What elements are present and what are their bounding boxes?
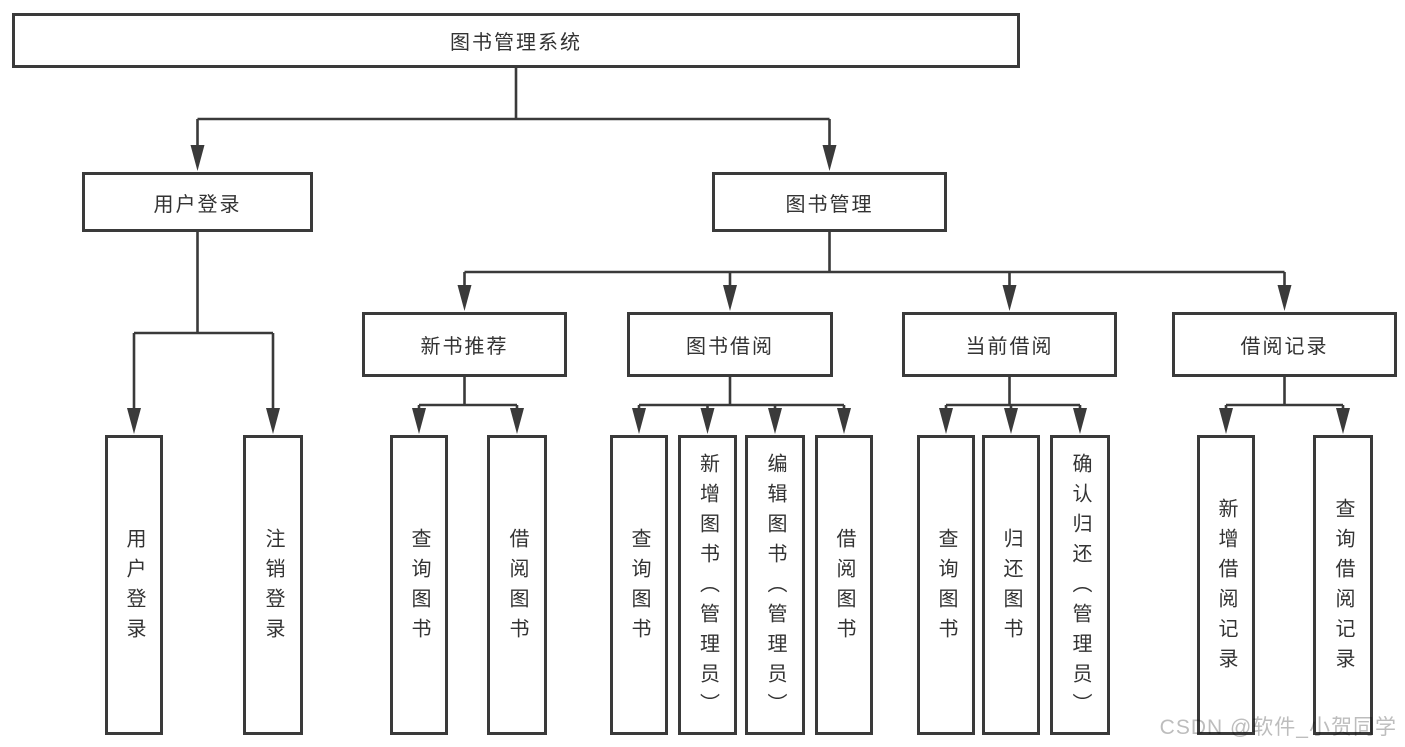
leaf-label: 新增图书（管理员） bbox=[696, 453, 719, 723]
connector-borrow-to-leaves bbox=[637, 377, 846, 414]
leaf-label: 查询图书 bbox=[628, 528, 650, 648]
leaf-query-borrow-record: 查询借阅记录 bbox=[1313, 435, 1373, 735]
node-current-borrowing: 当前借阅 bbox=[902, 312, 1117, 377]
leaf-query-books-3: 查询图书 bbox=[917, 435, 975, 735]
node-user-login-branch: 用户登录 bbox=[82, 172, 313, 232]
leaf-add-borrow-record: 新增借阅记录 bbox=[1197, 435, 1255, 735]
leaf-label: 查询借阅记录 bbox=[1332, 498, 1354, 678]
leaf-label: 确认归还（管理员） bbox=[1069, 453, 1091, 723]
node-borrowing-records: 借阅记录 bbox=[1172, 312, 1397, 377]
connector-newbooks-to-leaves bbox=[417, 377, 519, 414]
node-book-borrowing: 图书借阅 bbox=[627, 312, 833, 377]
connector-records-to-leaves bbox=[1224, 377, 1345, 414]
leaf-return-books: 归还图书 bbox=[982, 435, 1040, 735]
node-new-book-recommend: 新书推荐 bbox=[362, 312, 567, 377]
leaf-label: 用户登录 bbox=[123, 528, 145, 648]
leaf-borrow-books-1: 借阅图书 bbox=[487, 435, 547, 735]
leaf-label: 查询图书 bbox=[935, 528, 957, 648]
connector-login-to-leaves bbox=[132, 232, 275, 414]
leaf-logout: 注销登录 bbox=[243, 435, 303, 735]
leaf-user-login: 用户登录 bbox=[105, 435, 163, 735]
connector-bookmgmt-to-level3 bbox=[463, 232, 1286, 294]
leaf-label: 注销登录 bbox=[262, 528, 284, 648]
connector-current-to-leaves bbox=[944, 377, 1082, 414]
leaf-label: 查询图书 bbox=[408, 528, 430, 648]
node-root-system: 图书管理系统 bbox=[12, 13, 1020, 68]
watermark: CSDN @软件_小贺同学 bbox=[1159, 716, 1397, 739]
leaf-label: 归还图书 bbox=[1000, 528, 1022, 648]
leaf-confirm-return-admin: 确认归还（管理员） bbox=[1050, 435, 1110, 735]
leaf-label: 借阅图书 bbox=[506, 528, 528, 648]
leaf-label: 新增借阅记录 bbox=[1215, 498, 1237, 678]
connector-root-to-level2 bbox=[196, 68, 831, 152]
leaf-add-books-admin: 新增图书（管理员） bbox=[678, 435, 737, 735]
leaf-label: 编辑图书（管理员） bbox=[764, 453, 786, 723]
leaf-query-books-2: 查询图书 bbox=[610, 435, 668, 735]
node-book-management: 图书管理 bbox=[712, 172, 947, 232]
leaf-query-books-1: 查询图书 bbox=[390, 435, 448, 735]
leaf-borrow-books-2: 借阅图书 bbox=[815, 435, 873, 735]
leaf-edit-books-admin: 编辑图书（管理员） bbox=[745, 435, 805, 735]
leaf-label: 借阅图书 bbox=[833, 528, 855, 648]
